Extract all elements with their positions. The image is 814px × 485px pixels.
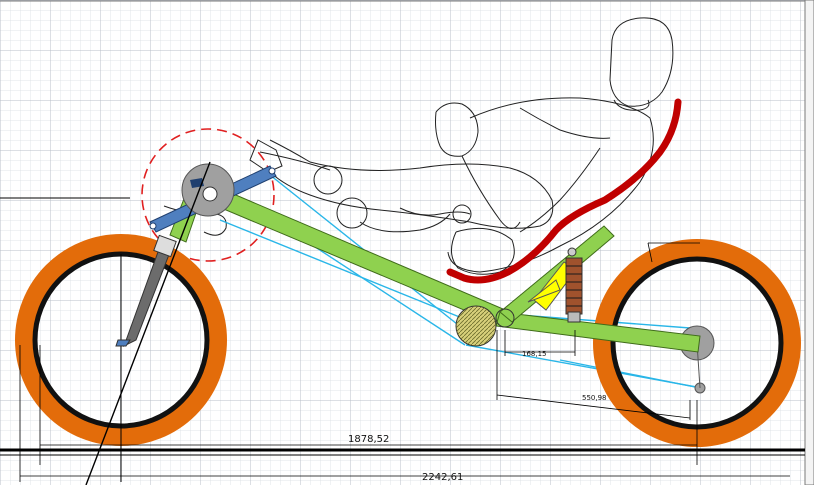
rider-foot — [249, 139, 283, 173]
window-edge-right — [804, 0, 814, 485]
seat — [446, 98, 682, 284]
front-chainring — [181, 163, 235, 217]
wheelbase-dimension: 1878,52 — [348, 434, 389, 445]
rear-shock — [527, 247, 583, 323]
chainline-dimension: 168,15 — [522, 350, 547, 358]
rider-arm — [435, 102, 479, 157]
front-wheel — [15, 234, 227, 482]
crank-clearance-circle — [141, 128, 275, 262]
dimension-lines — [19, 161, 790, 485]
rider-torso — [447, 97, 654, 273]
rear-arm-dimension: 550,98 — [582, 394, 607, 402]
rider-head — [609, 17, 674, 107]
front-fork — [115, 234, 177, 348]
intermediate-chainring — [455, 305, 515, 347]
rider-knee — [313, 165, 343, 195]
rider-legs — [269, 139, 554, 229]
overall-length-dimension: 2242,61 — [422, 472, 463, 483]
